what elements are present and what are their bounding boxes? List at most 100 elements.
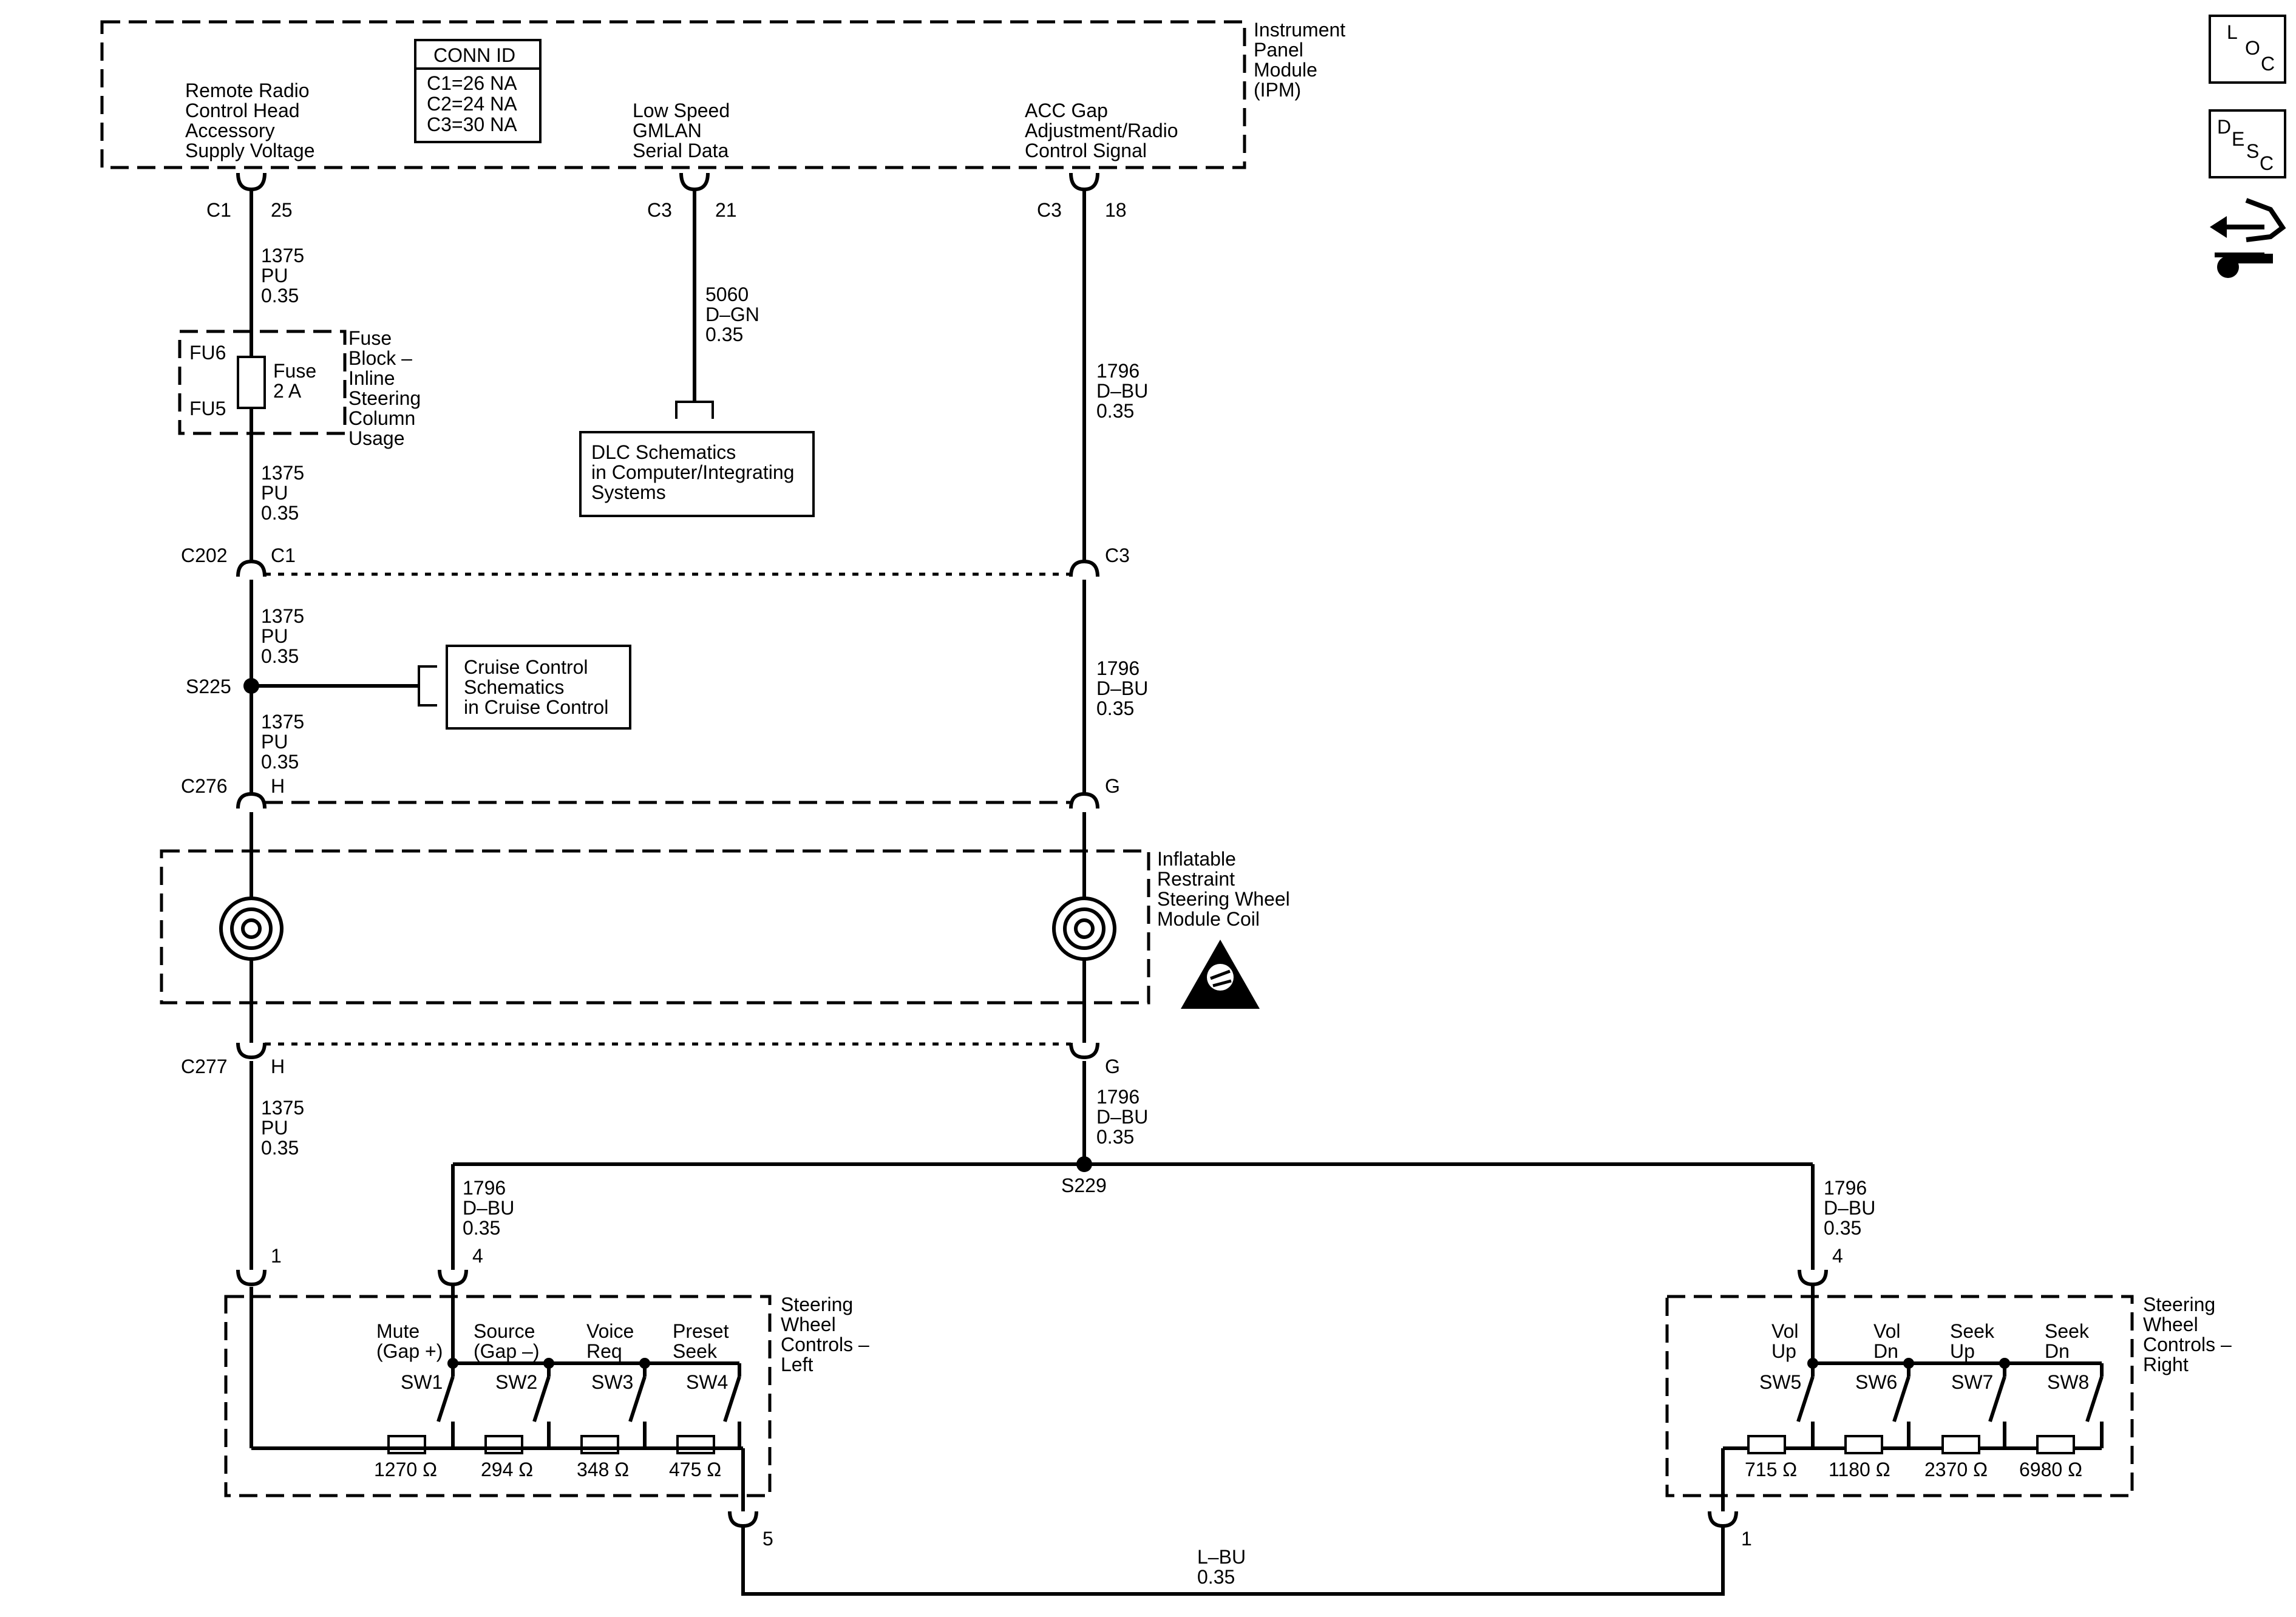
signal-acc-3: Control Signal — [1025, 140, 1147, 161]
coil-right-icon — [1052, 851, 1116, 1025]
right-name-4: Right — [2143, 1354, 2189, 1375]
sw7-label-1: Seek — [1950, 1320, 1995, 1342]
fuse-label-1: Fuse — [273, 360, 316, 382]
signal-gmlan-2: GMLAN — [633, 120, 702, 141]
left-pin-4 — [438, 1269, 468, 1287]
left-controls-outline — [224, 1295, 772, 1497]
wire-pu-label-4c: 0.35 — [261, 751, 299, 773]
left-pin-5-label: 5 — [763, 1528, 773, 1550]
desc-letter-d: D — [2217, 116, 2231, 138]
coil-name-1: Inflatable — [1157, 848, 1236, 870]
wire-lbu — [741, 1526, 1725, 1596]
signal-radio-2: Control Head — [185, 100, 300, 121]
desc-letter-c: C — [2260, 152, 2274, 174]
wire-dbu-label-5c: 0.35 — [1824, 1217, 1861, 1239]
sw8-label-1: Seek — [2045, 1320, 2090, 1342]
resistor-1180 — [1844, 1435, 1883, 1454]
ipm-name-3: Module — [1254, 59, 1317, 81]
switch-sw4: Preset Seek SW4 475 Ω — [669, 1320, 741, 1480]
coil-module: Inflatable Restraint Steering Wheel Modu… — [160, 848, 1290, 1025]
fuse-block-5: Usage — [348, 427, 405, 449]
sw5-label-2: Up — [1771, 1340, 1796, 1362]
left-pin-5 — [728, 1511, 758, 1528]
resistor-348 — [580, 1435, 619, 1454]
right-controls-outline — [1665, 1295, 2134, 1497]
dlc-reference-box: DLC Schematics in Computer/Integrating S… — [579, 431, 815, 517]
cruise-ref-1: Cruise Control — [464, 656, 588, 678]
sw2-label-2: (Gap –) — [474, 1340, 539, 1362]
schematic-nav-icon[interactable] — [2210, 198, 2286, 278]
wire-pu-label-5b: PU — [261, 1117, 288, 1139]
fuse-block-2: Inline — [348, 367, 395, 389]
wire-pu-label-1c: 0.35 — [261, 285, 299, 307]
fuse-label-2: 2 A — [273, 380, 302, 402]
sw2-label-1: Source — [474, 1320, 535, 1342]
s229-label: S229 — [1061, 1175, 1107, 1196]
pin-c3-18 — [1069, 172, 1099, 192]
c276-right: G — [1105, 775, 1120, 797]
resistor-6980 — [2036, 1435, 2075, 1454]
left-controls-module: 1 4 Steering Wheel Controls – Left Mute … — [224, 1245, 869, 1550]
right-pin-1-label: 1 — [1741, 1528, 1752, 1550]
cruise-bracket — [418, 665, 437, 707]
loc-letter-c: C — [2261, 53, 2275, 75]
wire-dbu-label-2c: 0.35 — [1096, 697, 1134, 719]
ipm-module: Instrument Panel Module (IPM) CONN ID C1… — [100, 19, 1345, 169]
pin-c1-25 — [236, 172, 267, 192]
left-name-3: Controls – — [781, 1334, 869, 1355]
loc-button[interactable]: L O C — [2209, 15, 2286, 84]
sw6-res: 1180 Ω — [1829, 1459, 1890, 1480]
c202-label: C202 — [181, 544, 228, 566]
coil-name-4: Module Coil — [1157, 908, 1260, 930]
left-name-2: Wheel — [781, 1314, 836, 1335]
wire-pu-label-4b: PU — [261, 731, 288, 753]
sw8-res: 6980 Ω — [2019, 1459, 2082, 1480]
wire-pu-label-1a: 1375 — [261, 245, 304, 266]
resistor-1270 — [387, 1435, 426, 1454]
resistor-294 — [484, 1435, 523, 1454]
sw4-label-1: Preset — [673, 1320, 729, 1342]
cruise-reference-box: Cruise Control Schematics in Cruise Cont… — [446, 645, 631, 730]
desc-button[interactable]: D E S C — [2209, 109, 2286, 178]
wire-pu-label-5a: 1375 — [261, 1097, 304, 1119]
pin-c3-acc-label: C3 — [1037, 199, 1062, 221]
pin-c3-21 — [679, 172, 710, 192]
ipm-name-4: (IPM) — [1254, 79, 1301, 101]
switch-sw6: Vol Dn SW6 1180 Ω — [1829, 1320, 1911, 1480]
switch-sw3: Voice Req SW3 348 Ω — [577, 1320, 647, 1480]
wire-dbu-label-4b: D–BU — [463, 1197, 514, 1219]
left-name-4: Left — [781, 1354, 813, 1375]
sw6-label-2: Dn — [1873, 1340, 1898, 1362]
airbag-warning-icon — [1181, 940, 1260, 1009]
signal-acc-1: ACC Gap — [1025, 100, 1108, 121]
sw1-label-1: Mute — [376, 1320, 419, 1342]
loc-icon[interactable] — [2209, 15, 2286, 84]
desc-icon[interactable] — [2209, 109, 2286, 178]
dlc-ref-3: Systems — [591, 481, 666, 503]
sw6-id: SW6 — [1855, 1371, 1897, 1393]
resistor-2370 — [1941, 1435, 1980, 1454]
left-pin-4-label: 4 — [472, 1245, 483, 1267]
signal-radio-3: Accessory — [185, 120, 275, 141]
wire-pu-label-4a: 1375 — [261, 711, 304, 733]
wire-dgn-label-c: 0.35 — [705, 324, 743, 345]
loc-letter-o: O — [2245, 37, 2260, 59]
switch-sw5: Vol Up SW5 715 Ω — [1745, 1320, 1815, 1480]
coil-outline — [160, 849, 1150, 1005]
right-controls-module: 4 Steering Wheel Controls – Right Vol Up… — [1665, 1245, 2232, 1550]
sw5-id: SW5 — [1759, 1371, 1801, 1393]
ipm-outline — [100, 20, 1246, 169]
right-pin-4 — [1798, 1269, 1828, 1287]
signal-radio-4: Supply Voltage — [185, 140, 315, 161]
s225-label: S225 — [186, 676, 231, 697]
signal-acc-2: Adjustment/Radio — [1025, 120, 1178, 141]
c277-pin-h — [236, 1042, 267, 1060]
switch-sw1: Mute (Gap +) SW1 1270 Ω — [374, 1320, 455, 1480]
sw1-res: 1270 Ω — [374, 1459, 437, 1480]
fuse-block-outline — [178, 330, 347, 435]
switch-sw7: Seek Up SW7 2370 Ω — [1924, 1320, 2006, 1480]
fuse-2a — [237, 356, 266, 409]
sw1-id: SW1 — [401, 1371, 443, 1393]
conn-id-title: CONN ID — [433, 44, 515, 66]
